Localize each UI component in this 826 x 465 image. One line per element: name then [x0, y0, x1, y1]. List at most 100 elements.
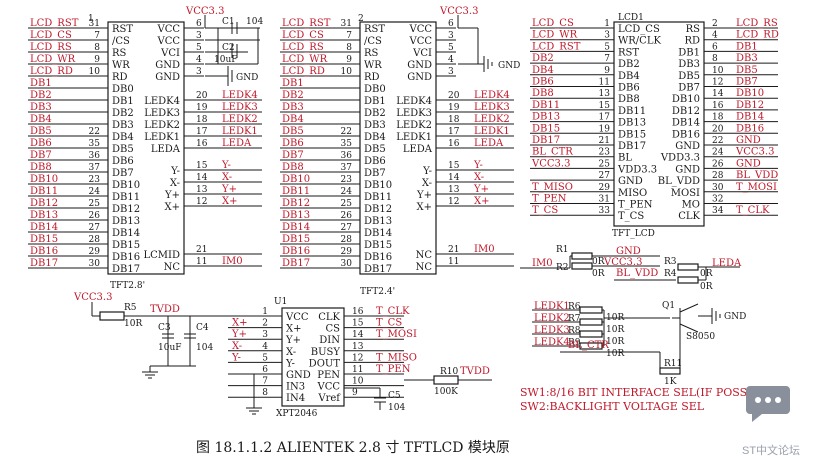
net-label: LCD_CS: [532, 18, 574, 29]
pin-number: 7: [604, 54, 610, 64]
pin-number: 23: [341, 175, 353, 185]
c1-value: 104: [246, 17, 263, 27]
pin-name: CS: [325, 324, 340, 335]
net-label: LCD_RST: [282, 18, 331, 29]
r4-ref: R4: [664, 269, 677, 279]
pin-name: DB13: [618, 118, 646, 129]
pin-number: 8: [262, 388, 268, 398]
pin-number: 21: [448, 245, 459, 255]
net-label: DB13: [282, 210, 310, 221]
note-sw1: SW1:8/16 BIT INTERFACE SEL(IF POSSIABLE): [520, 386, 787, 399]
pin-number: 20: [712, 124, 724, 134]
pin-name: RS: [364, 48, 379, 59]
pin-number: 37: [89, 163, 101, 173]
pin-number: 23: [599, 148, 611, 158]
net-label: DB6: [30, 138, 52, 149]
pin-number: 25: [599, 159, 611, 169]
net-label: Y+: [473, 184, 489, 195]
net-label: DB14: [30, 222, 58, 233]
net-label: DB1: [736, 41, 758, 52]
c3-ref: C3: [158, 323, 171, 333]
pin-name: GND: [155, 72, 180, 83]
ledk-net: LEDK2: [534, 313, 570, 324]
pin-name: DB4: [618, 71, 640, 82]
chat-dot: [765, 397, 771, 403]
pin-name: DIN: [319, 335, 340, 346]
tft24-ref: 2: [358, 14, 364, 24]
pin-name: VCC: [408, 36, 432, 47]
pin-number: 18: [196, 115, 208, 125]
net-label: DB8: [532, 88, 554, 99]
pin-name: DB16: [672, 129, 700, 140]
pin-number: 3: [448, 67, 454, 77]
pin-name: DB7: [112, 168, 134, 179]
pin-name: DB4: [112, 132, 134, 143]
pin-name: DB5: [678, 71, 700, 82]
ledk-r-ref: R9: [568, 338, 581, 348]
pin-name: GND: [675, 164, 700, 175]
pin-name: T_CS: [618, 211, 644, 222]
backlight-driver: LEDK1R610RLEDK2R710RLEDK3R810RLEDK4R910R…: [532, 301, 746, 387]
pin-name: VDD3.3: [617, 164, 657, 175]
pin-number: 7: [346, 31, 352, 41]
pin-number: 3: [448, 31, 454, 41]
pin-name: LEDK2: [144, 120, 180, 131]
net-label: IM0: [474, 244, 495, 255]
pin-name: X+: [286, 324, 302, 335]
pin-name: RST: [364, 24, 385, 35]
pin-number: 6: [448, 19, 454, 29]
pin-number: 15: [448, 161, 460, 171]
pin-number: 9: [94, 55, 100, 65]
bl-ctr-net: BL_CTR: [568, 340, 609, 351]
pin-number: 11: [352, 365, 363, 375]
pin-name: WR: [364, 60, 382, 71]
pin-number: 22: [89, 127, 100, 137]
pin-number: 3: [196, 31, 202, 41]
net-label: DB17: [282, 258, 310, 269]
sel-blvdd-net: BL_VDD: [616, 268, 658, 279]
pin-name: LCD_CS: [618, 24, 660, 35]
pin-number: 28: [712, 171, 724, 181]
sel-gnd-net: GND: [616, 246, 641, 257]
net-label: Y+: [231, 329, 247, 340]
pin-number: 31: [341, 19, 352, 29]
pin-number: 37: [341, 163, 353, 173]
tft28-body: [107, 21, 185, 275]
r10-net: TVDD: [460, 366, 490, 377]
net-label: LEDK3: [222, 102, 258, 113]
pin-number: 25: [341, 199, 353, 209]
net-label: DB10: [282, 174, 310, 185]
chat-dot: [775, 397, 781, 403]
net-label: LCD_WR: [282, 54, 328, 65]
pin-number: 24: [712, 148, 724, 158]
net-label: T_CLK: [376, 306, 410, 317]
pin-name: NC: [416, 250, 433, 261]
pin-number: 12: [448, 197, 459, 207]
pin-number: 30: [89, 259, 101, 269]
tft24-vcc-label: VCC3.3: [439, 6, 478, 17]
net-label: DB2: [532, 53, 554, 64]
pin-number: 5: [448, 43, 454, 53]
pin-name: CLK: [678, 211, 700, 222]
pin-number: 29: [341, 247, 353, 257]
